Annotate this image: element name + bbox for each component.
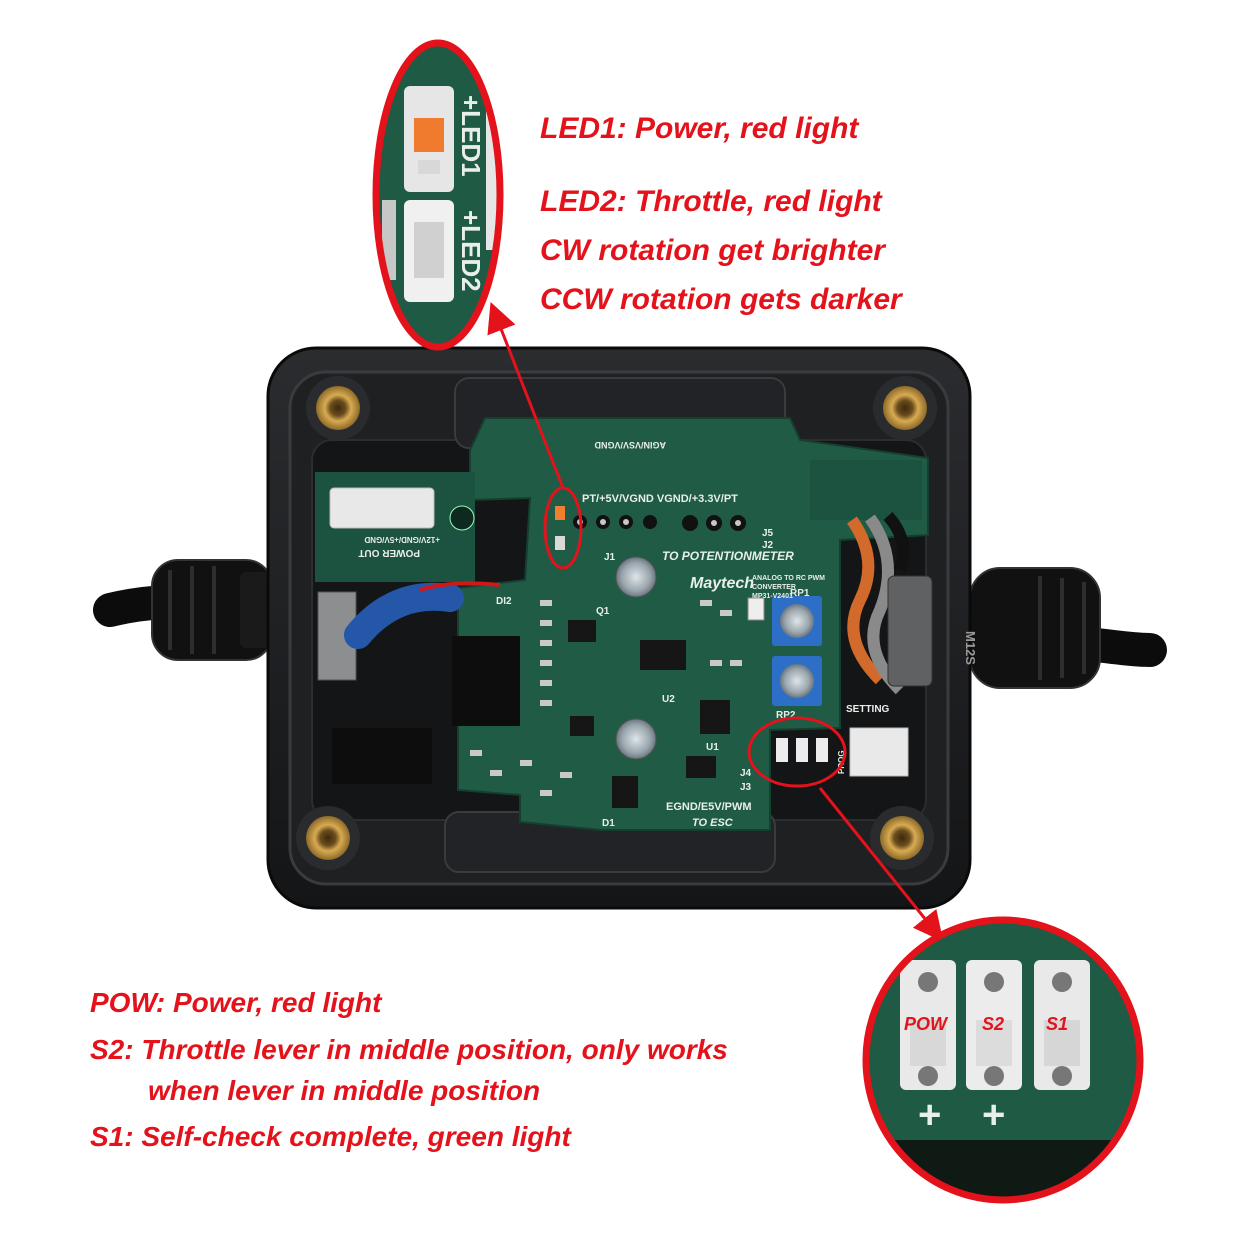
top-zoom-silk-led1: +LED1 xyxy=(456,95,486,177)
gland-marking-text: M12S xyxy=(963,631,978,665)
pcb-board xyxy=(315,417,933,831)
board-model-text: MP31-V2401 xyxy=(752,593,793,600)
board-j5-text: J5 xyxy=(762,528,774,539)
arrow-to-top-zoom xyxy=(487,302,565,489)
board-silkscreen: PT/+5V/VGND VGND/+3.3V/PT AGIN/VSV/VGND … xyxy=(358,440,978,829)
bottom-zoom-plus-2: + xyxy=(982,1093,1005,1137)
board-rp1-text: RP1 xyxy=(790,588,810,599)
board-j2-text: J2 xyxy=(762,540,774,551)
annotation-led2-ccw: CCW rotation gets darker xyxy=(540,283,902,316)
annotation-led2: LED2: Throttle, red light xyxy=(540,185,882,218)
arrow-to-bottom-zoom xyxy=(818,787,944,942)
board-j4-text: J4 xyxy=(740,768,752,779)
annotation-s2: S2: Throttle lever in middle position, o… xyxy=(90,1034,728,1065)
board-power-text: POWER OUT xyxy=(358,547,420,558)
brass-inserts xyxy=(296,376,937,870)
top-zoom-silk-led2: +LED2 xyxy=(456,210,486,292)
board-brand-text: Maytech xyxy=(690,575,754,592)
board-u1-text: U1 xyxy=(706,742,719,753)
annotation-s2-cont: when lever in middle position xyxy=(148,1075,541,1106)
board-j3-text: J3 xyxy=(740,782,752,793)
bottom-zoom-plus-1: + xyxy=(918,1093,941,1137)
status-led-highlight-ring xyxy=(747,716,847,788)
annotation-led1: LED1: Power, red light xyxy=(540,112,859,145)
zoom-status-led-closeup: POW S2 S1 + + xyxy=(862,916,1144,1204)
bottom-zoom-label-pow: POW xyxy=(904,1014,949,1034)
board-u2-text: U2 xyxy=(662,694,675,705)
board-product-line1: ANALOG TO RC PWM xyxy=(752,575,825,582)
board-rp2-text: RP2 xyxy=(776,710,796,721)
annotation-led2-cw: CW rotation get brighter xyxy=(540,234,885,267)
board-d1-text: D1 xyxy=(602,818,615,829)
annotation-s1: S1: Self-check complete, green light xyxy=(90,1121,571,1152)
board-header-top-text: PT/+5V/VGND VGND/+3.3V/PT xyxy=(582,493,738,505)
board-di2-text: DI2 xyxy=(496,596,512,607)
board-header-small-text: AGIN/VSV/VGND xyxy=(594,440,666,450)
board-to-esc-text: TO ESC xyxy=(692,817,734,829)
bottom-zoom-label-s1: S1 xyxy=(1046,1014,1068,1034)
cable-left xyxy=(93,559,280,661)
board-esc-header-text: EGND/E5V/PWM xyxy=(666,801,752,813)
zoom-led-closeup: +LED1 +LED2 xyxy=(372,39,504,351)
annotation-pow: POW: Power, red light xyxy=(90,987,382,1018)
bottom-zoom-label-s2: S2 xyxy=(982,1014,1004,1034)
board-q1-text: Q1 xyxy=(596,606,610,617)
cable-right xyxy=(969,567,1167,689)
board-j1-text: J1 xyxy=(604,552,616,563)
board-power-range-text: +12V/GND/+5V/GND xyxy=(364,535,440,544)
board-to-pot-text: TO POTENTIONMETER xyxy=(662,549,794,563)
board-setting-text: SETTING xyxy=(846,704,890,715)
board-product-line2: CONVERTER xyxy=(752,584,796,591)
